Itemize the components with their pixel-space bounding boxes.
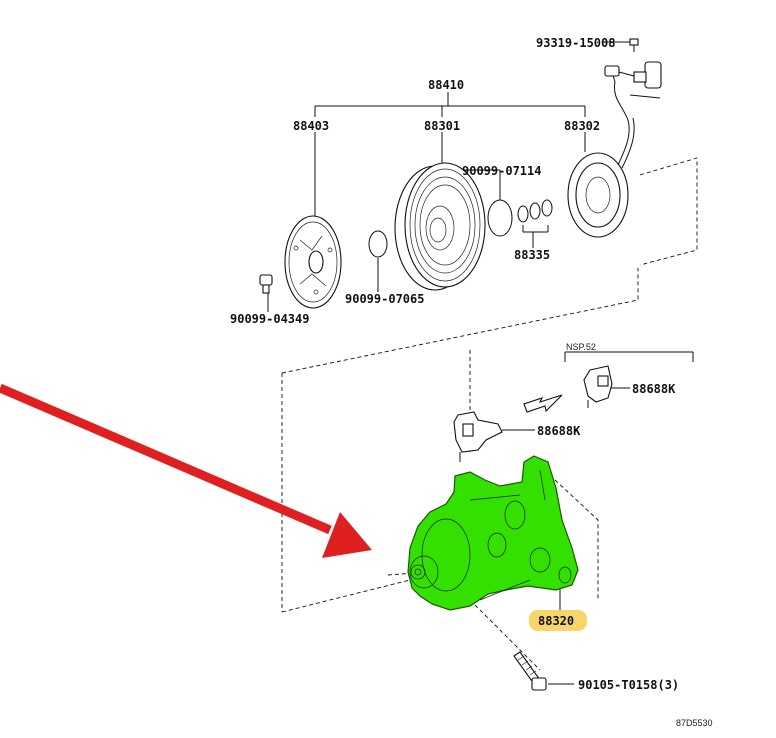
label-88403[interactable]: 88403	[293, 119, 329, 133]
label-88335[interactable]: 88335	[514, 248, 550, 262]
snap-ring-90099-07114-icon[interactable]	[487, 199, 513, 237]
bolt-90099-04349-icon[interactable]	[259, 274, 273, 294]
label-90099-07114[interactable]: 90099-07114	[462, 164, 541, 178]
callout-badge-88320	[529, 610, 587, 631]
direction-arrow-icon	[523, 394, 563, 413]
bolt-90105-t0158-icon[interactable]	[513, 651, 547, 691]
label-93319-15008[interactable]: 93319-15008	[536, 36, 615, 50]
label-88410[interactable]: 88410	[428, 78, 464, 92]
clutch-hub-88403-icon[interactable]	[284, 215, 342, 309]
label-88688k-lower[interactable]: 88688K	[537, 424, 581, 438]
label-90099-04349[interactable]: 90099-04349	[230, 312, 309, 326]
label-nsp: NSP.52	[566, 342, 596, 352]
label-88320[interactable]: 88320	[538, 614, 574, 628]
diagram-code: 87D5530	[676, 718, 713, 728]
leader-lines	[267, 41, 694, 685]
pulley-88301-icon[interactable]	[394, 162, 486, 291]
bracket-88688k-upper-icon[interactable]	[583, 365, 613, 408]
shims-88335-icon[interactable]	[517, 199, 553, 223]
bolt-93319-icon[interactable]	[629, 38, 639, 52]
label-88301[interactable]: 88301	[424, 119, 460, 133]
label-88302[interactable]: 88302	[564, 119, 600, 133]
label-90105-t0158[interactable]: 90105-T0158(3)	[578, 678, 679, 692]
label-90099-07065[interactable]: 90099-07065	[345, 292, 424, 306]
red-pointer-arrow-icon	[0, 383, 372, 558]
bracket-88688k-lower-icon[interactable]	[453, 411, 503, 462]
compressor-88320-icon[interactable]	[407, 455, 579, 611]
label-88688k-upper[interactable]: 88688K	[632, 382, 676, 396]
field-coil-88302-icon[interactable]	[567, 61, 662, 238]
bracket-88410	[314, 92, 586, 117]
snap-ring-90099-07065-icon[interactable]	[368, 230, 388, 258]
